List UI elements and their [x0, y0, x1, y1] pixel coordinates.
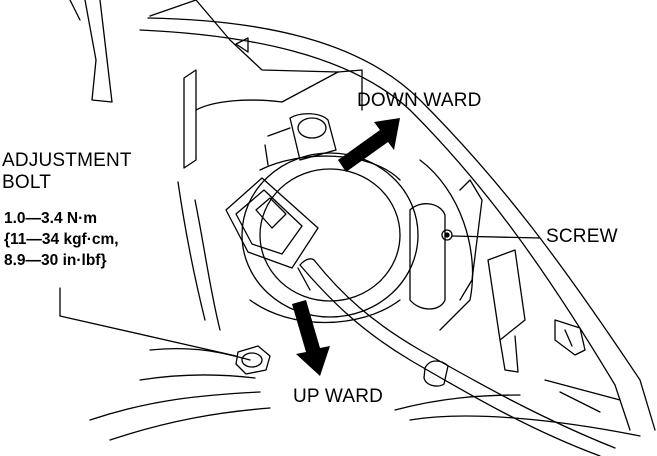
- adjustment-bolt: [235, 345, 271, 375]
- downward-arrow: [338, 118, 400, 172]
- headlight-housing: [69, 0, 656, 441]
- adjustment-bolt-leader-line: [59, 287, 237, 357]
- torque-spec-line3: 8.9—30 in·lbf}: [4, 252, 107, 269]
- screw-label: SCREW: [546, 226, 618, 247]
- adjustment-bolt-label-line2: BOLT: [2, 172, 52, 193]
- adjustment-bolt-label-line1: ADJUSTMENT: [2, 150, 132, 171]
- bulb-socket: [241, 113, 419, 324]
- screw-bracket: [409, 203, 453, 310]
- downward-label: DOWN WARD: [357, 90, 482, 111]
- screw-leader-line: [451, 235, 541, 239]
- torque-specification: 1.0—3.4 N·m {11—34 kgf·cm, 8.9—30 in·lbf…: [4, 208, 119, 271]
- upward-arrow: [292, 300, 330, 376]
- torque-spec-line1: 1.0—3.4 N·m: [4, 210, 98, 227]
- adjustment-bolt-label: ADJUSTMENT BOLT: [2, 150, 132, 194]
- wire-harness: [299, 258, 616, 456]
- torque-spec-line2: {11—34 kgf·cm,: [4, 231, 119, 248]
- upward-label: UP WARD: [293, 386, 384, 407]
- connector: [225, 177, 319, 291]
